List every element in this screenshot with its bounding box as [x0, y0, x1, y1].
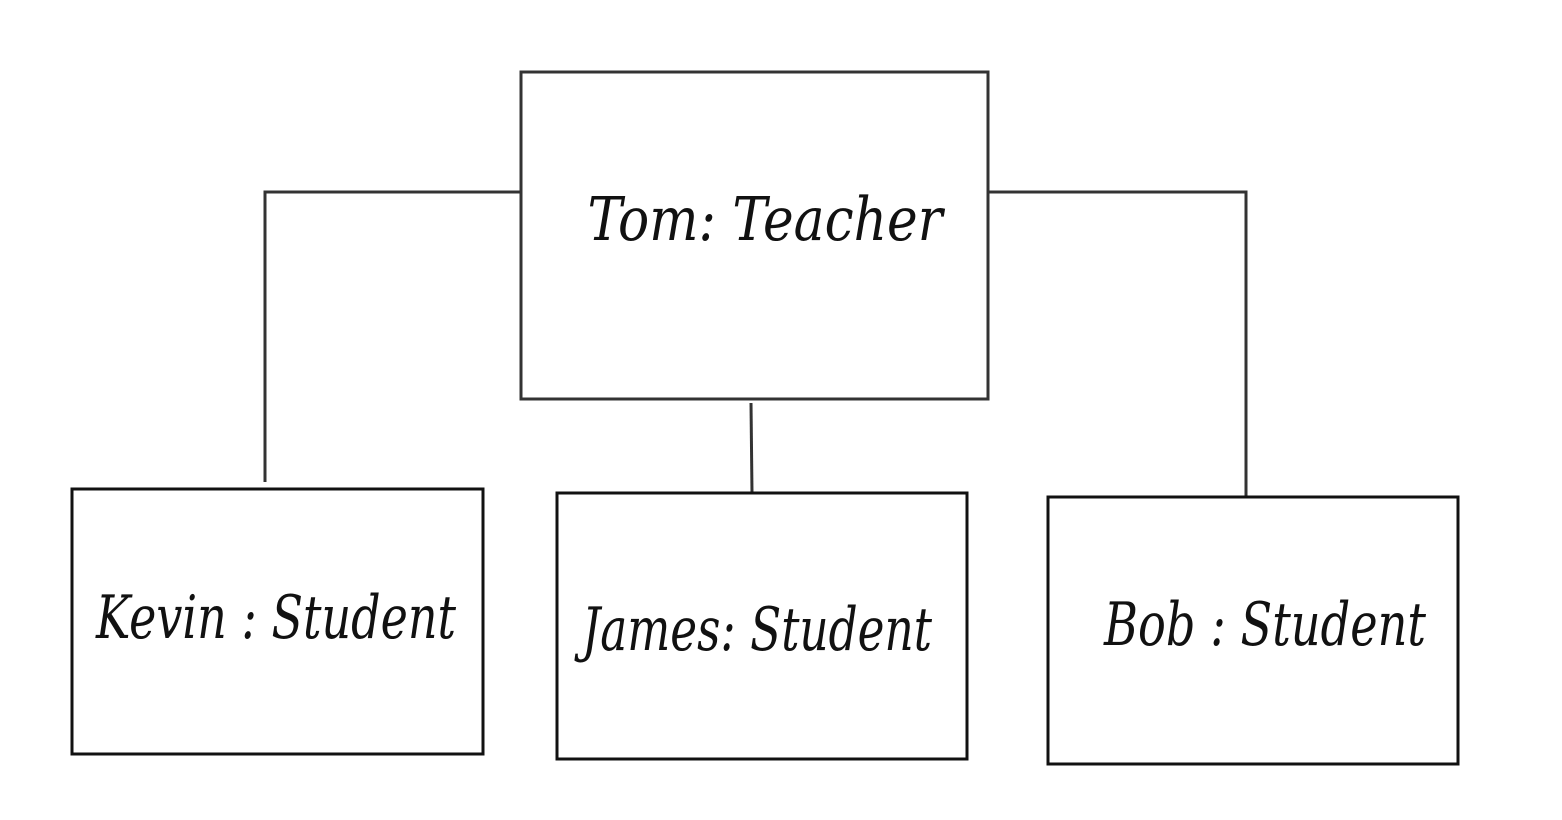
- node-label-bob: Bob : Student: [1103, 590, 1426, 660]
- node-box: [519, 70, 990, 401]
- node-label-james: James: Student: [574, 595, 933, 665]
- node-kevin-student: Kevin : Student: [70, 487, 485, 756]
- node-label-root: Tom: Teacher: [588, 185, 946, 255]
- node-label-kevin: Kevin : Student: [95, 583, 456, 653]
- connector-root-to-james: [749, 402, 754, 494]
- connector-root-to-bob: [988, 190, 1248, 497]
- node-tom-teacher: Tom: Teacher: [519, 70, 990, 401]
- connector-root-to-kevin: [263, 190, 520, 482]
- node-box: [1046, 495, 1460, 766]
- node-box: [70, 487, 485, 756]
- node-bob-student: Bob : Student: [1046, 495, 1460, 766]
- node-box: [555, 491, 969, 761]
- node-james-student: James: Student: [555, 491, 969, 761]
